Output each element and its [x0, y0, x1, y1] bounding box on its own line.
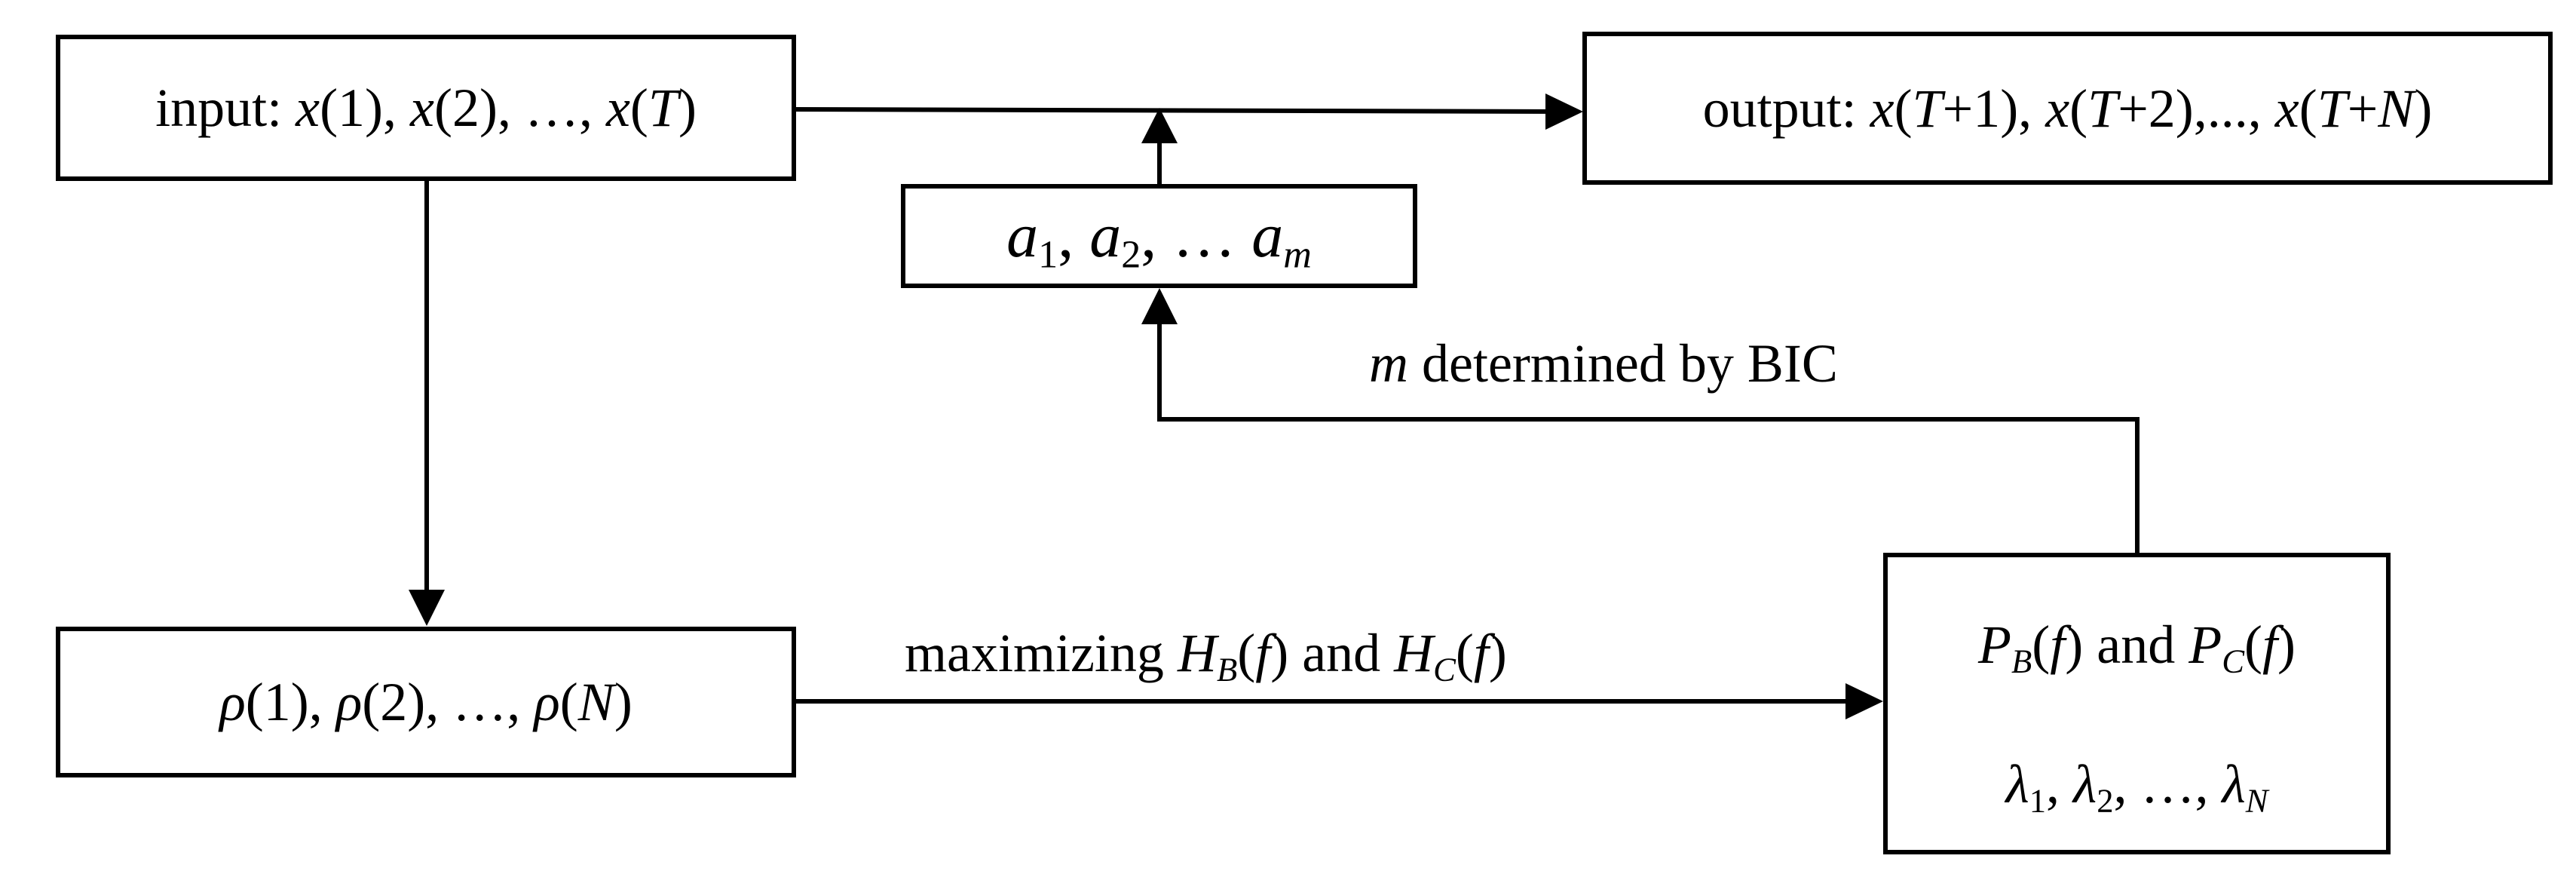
arrow-input-to-output	[795, 107, 1576, 114]
lambda-label: λ1, λ2, …, λN	[2005, 754, 2268, 820]
arrowhead-coef-up	[1141, 108, 1178, 143]
arrowhead-coef	[1141, 288, 1178, 324]
result-box: PB(f) and PC(f) λ1, λ2, …, λN	[1883, 553, 2391, 854]
input-label: input: x(1), x(2), …, x(T)	[155, 78, 697, 138]
coefficients-label: a1, a2, … am	[1006, 201, 1312, 277]
coefficients-box: a1, a2, … am	[901, 184, 1417, 288]
arrowhead-result	[1845, 683, 1883, 719]
rho-label: ρ(1), ρ(2), …, ρ(N)	[219, 672, 633, 732]
arrowhead-rho	[409, 590, 445, 626]
pb-pc-label: PB(f) and PC(f)	[1978, 615, 2296, 680]
arrow-result-to-coef	[1157, 317, 2140, 553]
maximizing-label: maximizing HB(f) and HC(f)	[905, 623, 1507, 688]
output-label: output: x(T+1), x(T+2),..., x(T+N)	[1702, 78, 2433, 139]
input-box: input: x(1), x(2), …, x(T)	[56, 35, 796, 181]
bic-label: m determined by BIC	[1369, 333, 1838, 394]
output-box: output: x(T+1), x(T+2),..., x(T+N)	[1582, 32, 2553, 185]
arrowhead-output	[1545, 94, 1583, 130]
rho-box: ρ(1), ρ(2), …, ρ(N)	[56, 627, 796, 777]
